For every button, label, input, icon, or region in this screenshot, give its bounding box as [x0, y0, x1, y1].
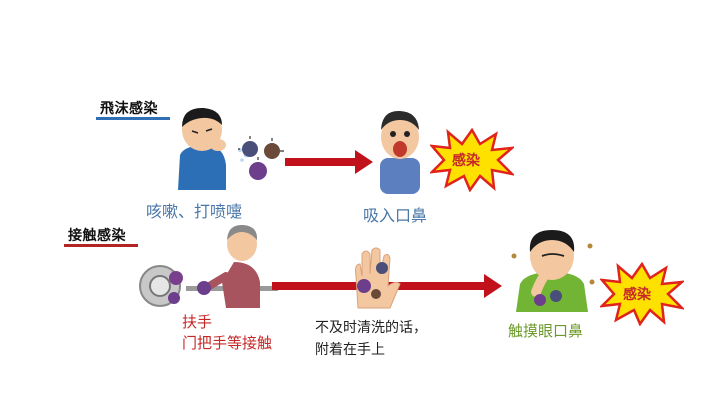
germy-hand-icon [342, 246, 404, 310]
hands-caption-line1: 不及时清洗的话， [315, 320, 427, 336]
droplet-section-title: 飛沫感染 [100, 101, 158, 117]
infection-burst-contact [600, 262, 684, 326]
child-touching-face-icon [506, 226, 598, 312]
handrail-caption-line1: 扶手 [182, 313, 213, 331]
contact-section-title: 接触感染 [68, 228, 126, 244]
burst-label-contact: 感染 [623, 287, 651, 303]
cough-caption: 咳嗽、打喷嚏 [146, 202, 243, 221]
handrail-caption-line2: 门把手等接触 [182, 334, 273, 352]
hands-caption-line2: 附着在手上 [315, 342, 385, 358]
droplet-title-underline [96, 117, 170, 120]
virus-icon [238, 135, 290, 185]
grandma-handrail-icon [186, 222, 278, 308]
inhale-caption: 吸入口鼻 [363, 206, 428, 225]
droplet-arrow [285, 150, 373, 174]
surprised-man-icon [372, 108, 428, 194]
burst-label-droplet: 感染 [452, 153, 480, 169]
door-knob-icon [138, 262, 186, 310]
touch-caption: 触摸眼口鼻 [508, 322, 584, 340]
coughing-boy-icon [168, 105, 293, 190]
infection-burst-droplet [430, 128, 514, 192]
contact-title-underline [64, 244, 138, 247]
